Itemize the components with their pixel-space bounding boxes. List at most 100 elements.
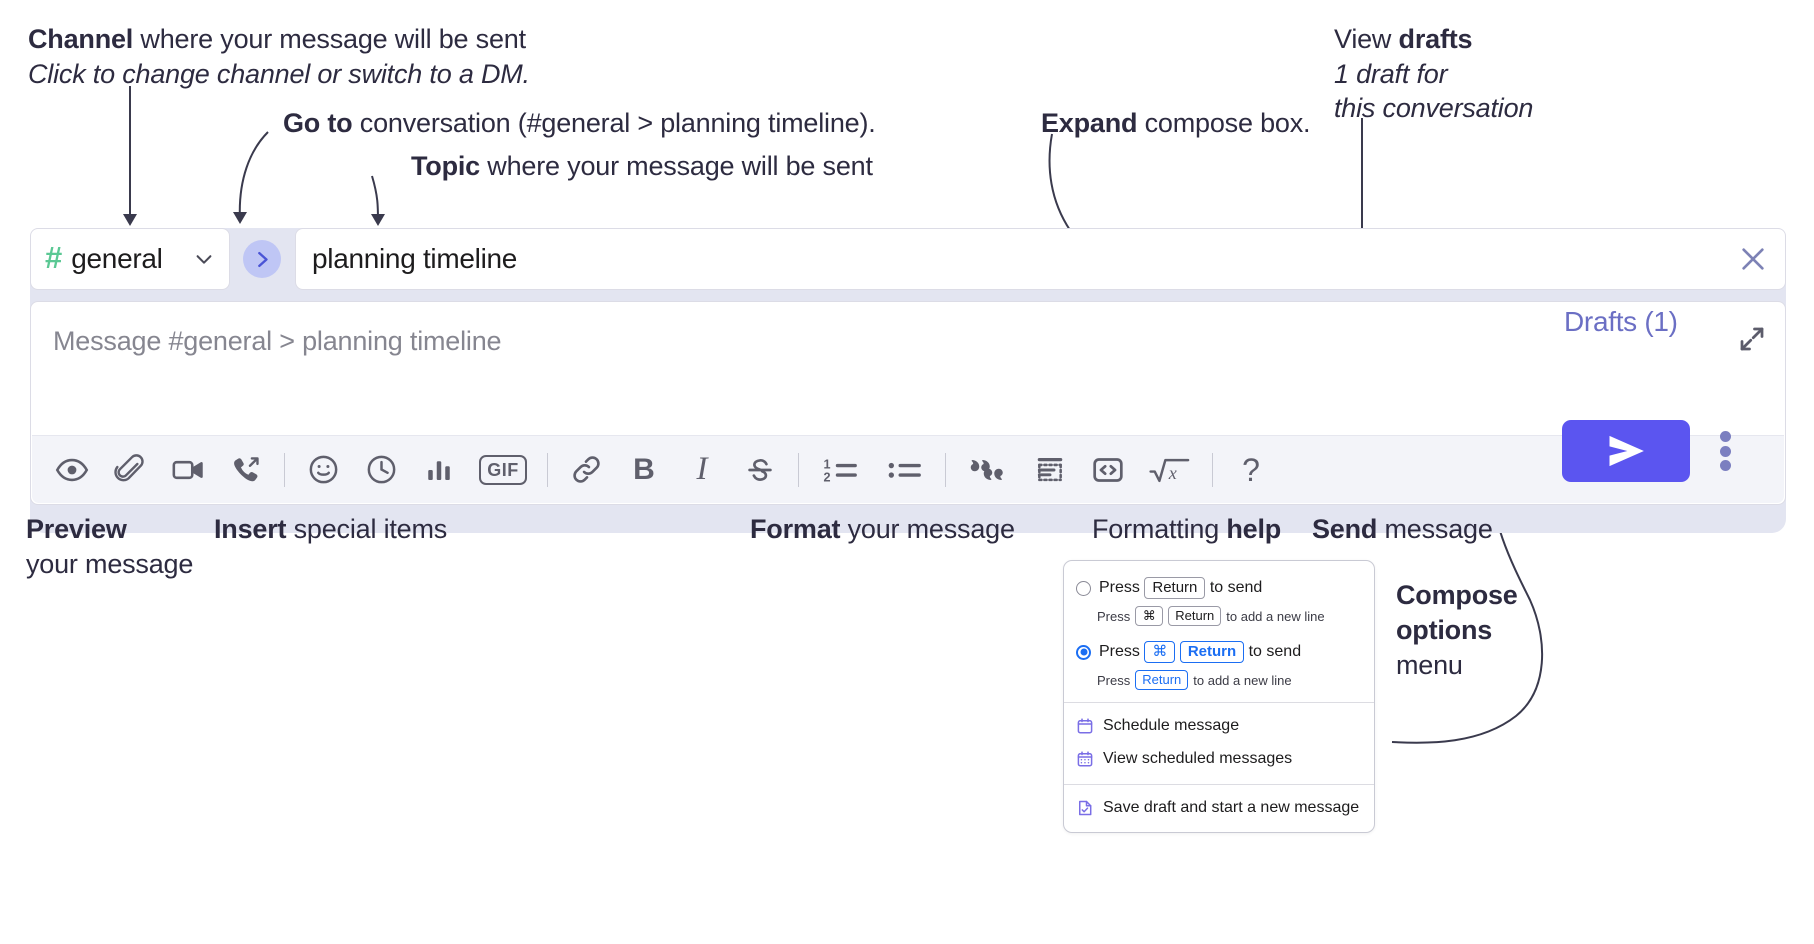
help-icon[interactable]: ? (1227, 446, 1275, 494)
svg-text:1: 1 (824, 457, 831, 471)
poll-icon[interactable] (415, 446, 463, 494)
menu-item-schedule-message[interactable]: Schedule message (1064, 709, 1374, 742)
annotation-channel: Channel where your message will be sent … (28, 22, 530, 91)
goto-conversation-button[interactable] (243, 240, 281, 278)
send-button[interactable] (1562, 420, 1690, 482)
strikethrough-icon[interactable] (736, 446, 784, 494)
annotation-goto-rest: conversation (#general > planning timeli… (352, 108, 876, 138)
annotation-help-plain: Formatting (1092, 514, 1227, 544)
sub-pre: Press (1097, 608, 1131, 624)
radio-option-return-subtext: Press ⌘ Return to add a new line (1064, 603, 1374, 629)
annotation-drafts-sub2: this conversation (1334, 93, 1534, 124)
annotation-format-rest: your message (840, 514, 1015, 544)
menu-item-label: Schedule message (1103, 716, 1240, 734)
hash-icon: # (45, 240, 63, 275)
option-post: to send (1248, 642, 1302, 660)
toolbar-separator (1212, 452, 1213, 487)
key-command: ⌘ (1144, 640, 1176, 664)
clear-topic-icon[interactable] (1737, 243, 1769, 275)
toolbar-separator (284, 452, 285, 487)
annotation-preview: Preview your message (26, 512, 193, 581)
channel-name: general (71, 243, 163, 274)
annotation-insert-bold: Insert (214, 514, 287, 544)
menu-divider (1064, 784, 1374, 785)
gif-label: GIF (479, 454, 527, 485)
italic-icon[interactable]: I (678, 446, 726, 494)
code-block-icon[interactable] (1026, 446, 1074, 494)
attachment-icon[interactable] (106, 446, 154, 494)
drafts-link[interactable]: Drafts (1) (1564, 306, 1678, 337)
gif-icon[interactable]: GIF (473, 446, 533, 494)
bold-icon[interactable]: B (620, 446, 668, 494)
option-text: Press ⌘ Return to send (1099, 640, 1302, 664)
annotation-format-bold: Format (750, 514, 841, 544)
message-placeholder: Message #general > planning timeline (53, 326, 502, 356)
save-draft-icon (1076, 799, 1094, 817)
svg-text:2: 2 (824, 470, 831, 484)
option-pre: Press (1099, 642, 1140, 660)
compose-options-popup: Press Return to send Press ⌘ Return to a… (1063, 560, 1375, 833)
formatting-toolbar: GIF B I (32, 435, 1784, 503)
message-input-box[interactable]: Message #general > planning timeline (30, 301, 1786, 505)
expand-icon[interactable] (1737, 324, 1767, 354)
annotation-compose-options-bold2: options (1396, 615, 1493, 646)
bold-label: B (633, 452, 655, 486)
annotation-preview-bold: Preview (26, 514, 127, 544)
menu-item-save-draft[interactable]: Save draft and start a new message (1064, 791, 1374, 824)
clock-icon[interactable] (357, 446, 405, 494)
channel-selector[interactable]: # general (30, 228, 230, 290)
annotation-topic: Topic where your message will be sent (411, 149, 873, 184)
dot (1719, 460, 1731, 471)
key-command: ⌘ (1135, 605, 1164, 627)
compose-options-menu-button[interactable] (1710, 428, 1740, 474)
annotation-help: Formatting help (1092, 512, 1281, 547)
bullet-list-icon[interactable] (877, 446, 931, 494)
sub-post: to add a new line (1193, 672, 1292, 688)
radio-option-cmd-return-subtext: Press Return to add a new line (1064, 667, 1374, 693)
radio-button-selected[interactable] (1076, 644, 1091, 660)
annotation-send: Send message (1312, 512, 1493, 547)
radio-option-return-to-send[interactable]: Press Return to send (1064, 573, 1374, 603)
menu-item-view-scheduled[interactable]: View scheduled messages (1064, 742, 1374, 775)
annotation-compose-options-rest: menu (1396, 650, 1463, 681)
blockquote-icon[interactable] (960, 446, 1016, 494)
annotation-topic-rest: where your message will be sent (480, 151, 873, 181)
option-post: to send (1209, 578, 1263, 596)
radio-button[interactable] (1076, 580, 1091, 596)
toolbar-separator (945, 452, 946, 487)
annotation-send-bold: Send (1312, 514, 1378, 544)
annotation-drafts-bold: drafts (1398, 24, 1473, 54)
annotation-channel-sub: Click to change channel or switch to a D… (28, 58, 530, 89)
send-icon (1609, 435, 1644, 467)
ordered-list-icon[interactable]: 1 2 (813, 446, 867, 494)
annotation-channel-rest: where your message will be sent (133, 24, 526, 54)
math-icon[interactable]: x (1142, 446, 1198, 494)
key-return: Return (1144, 576, 1206, 600)
annotation-expand-rest: compose box. (1137, 108, 1311, 138)
dot (1719, 445, 1731, 457)
annotation-compose-options-bold1: Compose (1396, 580, 1518, 610)
annotation-help-bold: help (1226, 514, 1282, 544)
annotation-insert-rest: special items (286, 514, 448, 544)
video-icon[interactable] (164, 446, 212, 494)
annotation-drafts: View drafts 1 draft for this conversatio… (1334, 22, 1533, 126)
annotation-drafts-sub1: 1 draft for (1334, 58, 1448, 89)
topic-input[interactable]: planning timeline (295, 228, 1786, 290)
topic-value: planning timeline (312, 243, 518, 274)
annotation-topic-bold: Topic (411, 151, 480, 181)
code-icon[interactable] (1084, 446, 1132, 494)
link-icon[interactable] (562, 446, 610, 494)
drafts-column: Drafts (1) (1558, 242, 1772, 519)
calendar-grid-icon (1076, 750, 1094, 768)
radio-option-cmd-return-to-send[interactable]: Press ⌘ Return to send (1064, 637, 1374, 667)
svg-text:x: x (1168, 463, 1177, 483)
option-text: Press Return to send (1099, 576, 1263, 600)
key-return: Return (1135, 669, 1189, 691)
dot (1719, 431, 1731, 442)
audio-call-icon[interactable] (222, 446, 270, 494)
preview-icon[interactable] (48, 446, 96, 494)
emoji-icon[interactable] (299, 446, 347, 494)
annotation-format: Format your message (750, 512, 1015, 547)
annotation-send-rest: message (1377, 514, 1493, 544)
